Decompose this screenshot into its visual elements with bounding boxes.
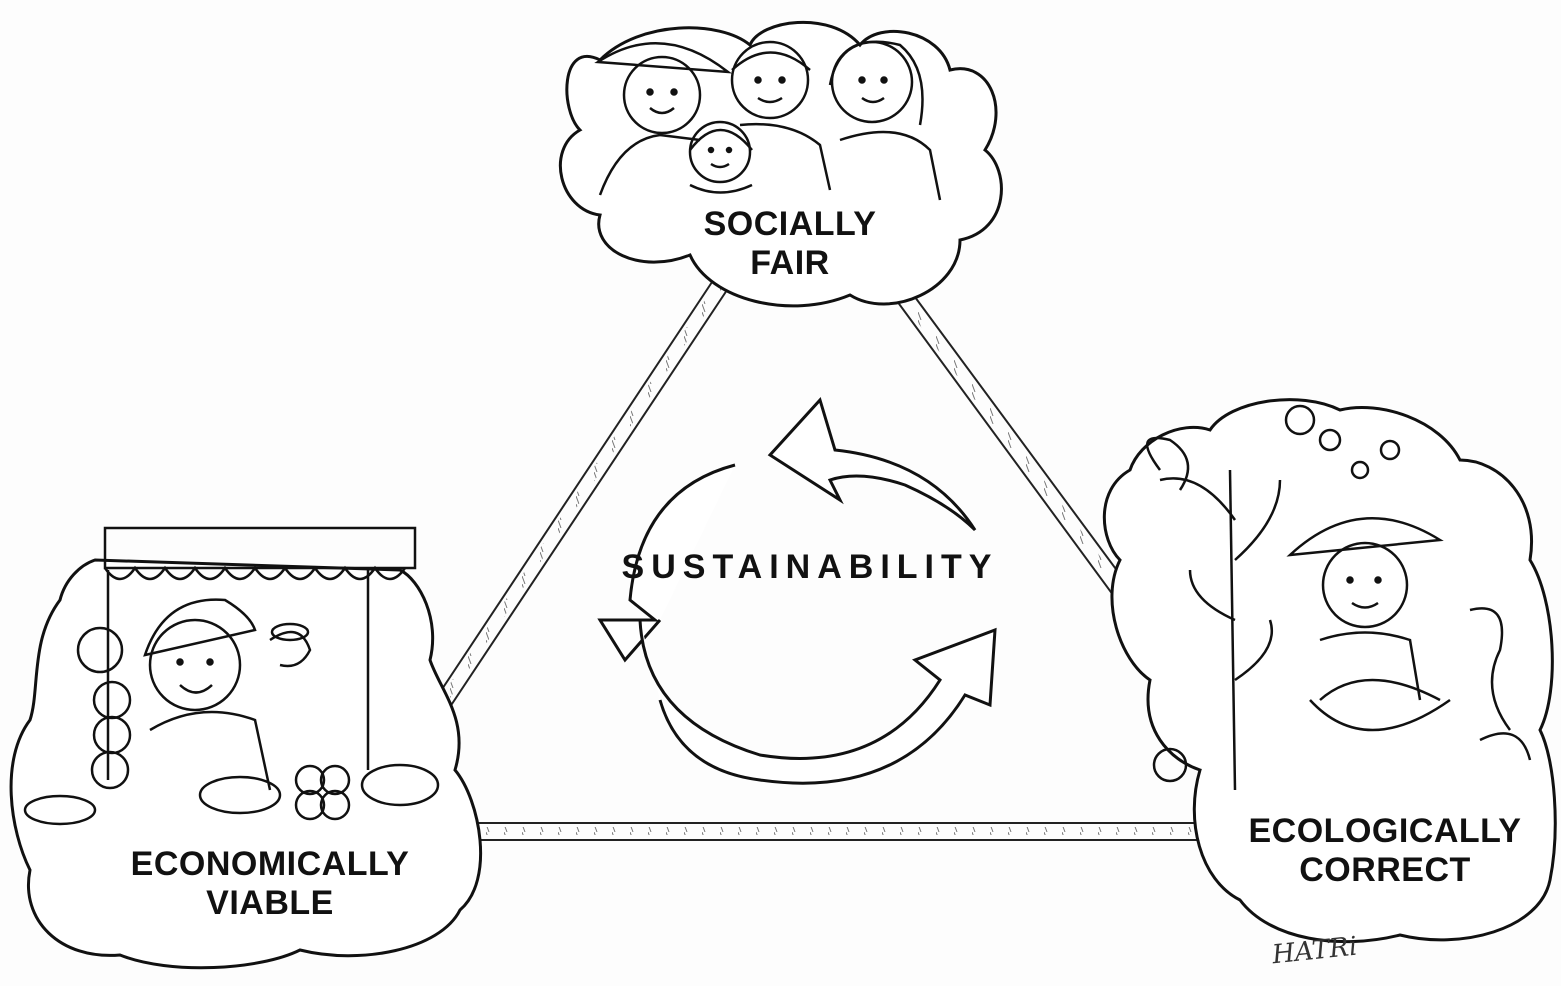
center-label: SUSTAINABILITY (621, 548, 999, 586)
node-label-ecological-line2: CORRECT (1299, 851, 1471, 890)
node-label-social: SOCIALLY FAIR (640, 205, 940, 283)
node-label-ecological-line1: ECOLOGICALLY (1248, 812, 1522, 850)
node-label-economic-line1: ECONOMICALLY (130, 845, 410, 883)
node-label-ecological: ECOLOGICALLY CORRECT (1210, 812, 1560, 890)
market-stall-illustration (23, 526, 440, 826)
node-label-economic-line2: VIABLE (206, 884, 334, 923)
cloud-ecological (1102, 398, 1557, 944)
node-label-social-line2: FAIR (750, 244, 830, 283)
edge-economic-ecological (470, 822, 1205, 841)
node-label-economic: ECONOMICALLY VIABLE (80, 845, 460, 923)
edge-social-economic (404, 269, 736, 753)
node-label-social-line1: SOCIALLY (703, 205, 877, 243)
family-illustration (594, 40, 942, 201)
cloud-social (558, 21, 1003, 308)
garden-illustration (1145, 404, 1532, 791)
cloud-economic (9, 526, 482, 970)
cycle-arrows (597, 397, 997, 785)
